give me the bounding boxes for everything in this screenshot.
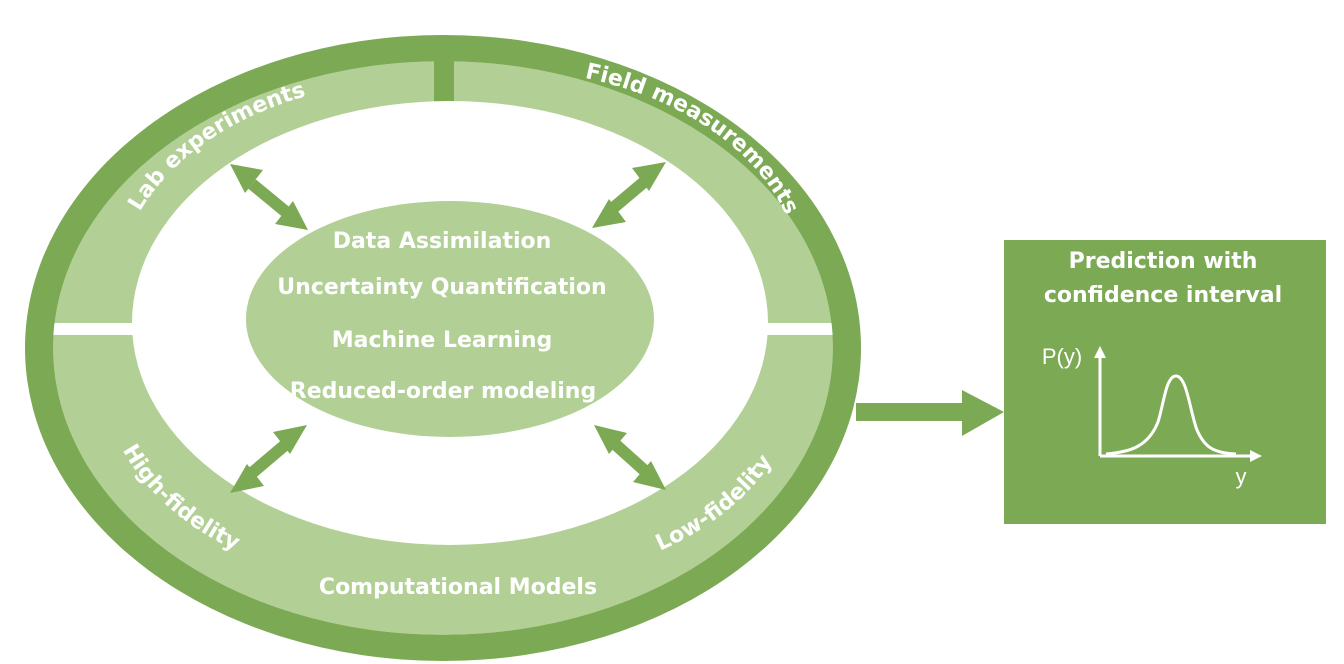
plot-x-label: y	[1236, 464, 1247, 489]
methods-list: Data Assimilation Uncertainty Quantifica…	[277, 229, 606, 404]
ring-label-computational: Computational Models	[319, 575, 597, 600]
prediction-title-line1: Prediction with	[1069, 249, 1258, 274]
method-item: Uncertainty Quantification	[277, 275, 606, 300]
prediction-title-line2: confidence interval	[1044, 283, 1282, 308]
arrow-high-icon	[230, 425, 307, 493]
methods-ellipse	[246, 201, 654, 437]
arrow-lab-icon	[230, 164, 308, 230]
method-item: Machine Learning	[332, 328, 552, 353]
separator-top	[434, 61, 454, 108]
arrow-low-icon	[594, 425, 666, 490]
plot-x-arrowhead	[1250, 450, 1262, 462]
method-item: Reduced-order modeling	[290, 379, 596, 404]
output-arrow-icon	[856, 390, 1004, 436]
distribution-plot	[1094, 346, 1262, 462]
plot-y-arrowhead	[1094, 346, 1106, 358]
plot-y-label: P(y)	[1042, 344, 1082, 369]
separator-left	[53, 323, 150, 335]
method-item: Data Assimilation	[333, 229, 552, 254]
arrows	[230, 162, 666, 493]
prediction-box	[1004, 240, 1326, 524]
plot-density-curve	[1105, 374, 1237, 456]
separator-right	[760, 323, 833, 335]
arrow-field-icon	[592, 162, 666, 228]
